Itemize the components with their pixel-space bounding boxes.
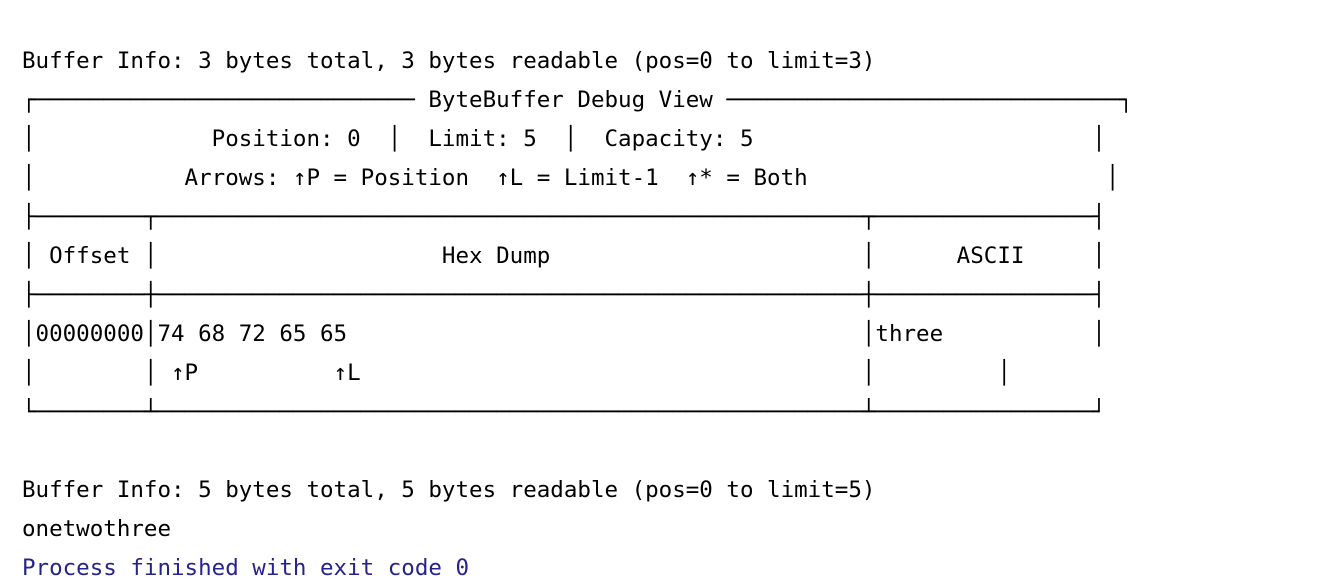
table-top-separator: ├────────┬──────────────────────────────… bbox=[22, 204, 1106, 230]
table-header-separator: ├────────┼──────────────────────────────… bbox=[22, 282, 1106, 308]
hexdump-data-row: │00000000│74 68 72 65 65 │three │ bbox=[22, 321, 1106, 347]
process-exit-line: Process finished with exit code 0 bbox=[22, 555, 470, 581]
decoded-string-output: onetwothree bbox=[22, 516, 172, 542]
buffer-info-line-2: Buffer Info: 5 bytes total, 5 bytes read… bbox=[22, 477, 876, 503]
buffer-info-line-1: Buffer Info: 3 bytes total, 3 bytes read… bbox=[22, 48, 876, 74]
debug-view-title-border: ┌──────────────────────────── ByteBuffer… bbox=[22, 87, 1133, 113]
table-header-row: │ Offset │ Hex Dump │ ASCII │ bbox=[22, 243, 1106, 269]
buffer-state-line: │ Position: 0 │ Limit: 5 │ Capacity: 5 │ bbox=[22, 126, 1106, 152]
table-bottom-border: └────────┴──────────────────────────────… bbox=[22, 399, 1106, 425]
arrows-legend-line: │ Arrows: ↑P = Position ↑L = Limit-1 ↑* … bbox=[22, 165, 1120, 191]
hexdump-arrow-row: │ │ ↑P ↑L │ │ bbox=[22, 360, 1011, 386]
